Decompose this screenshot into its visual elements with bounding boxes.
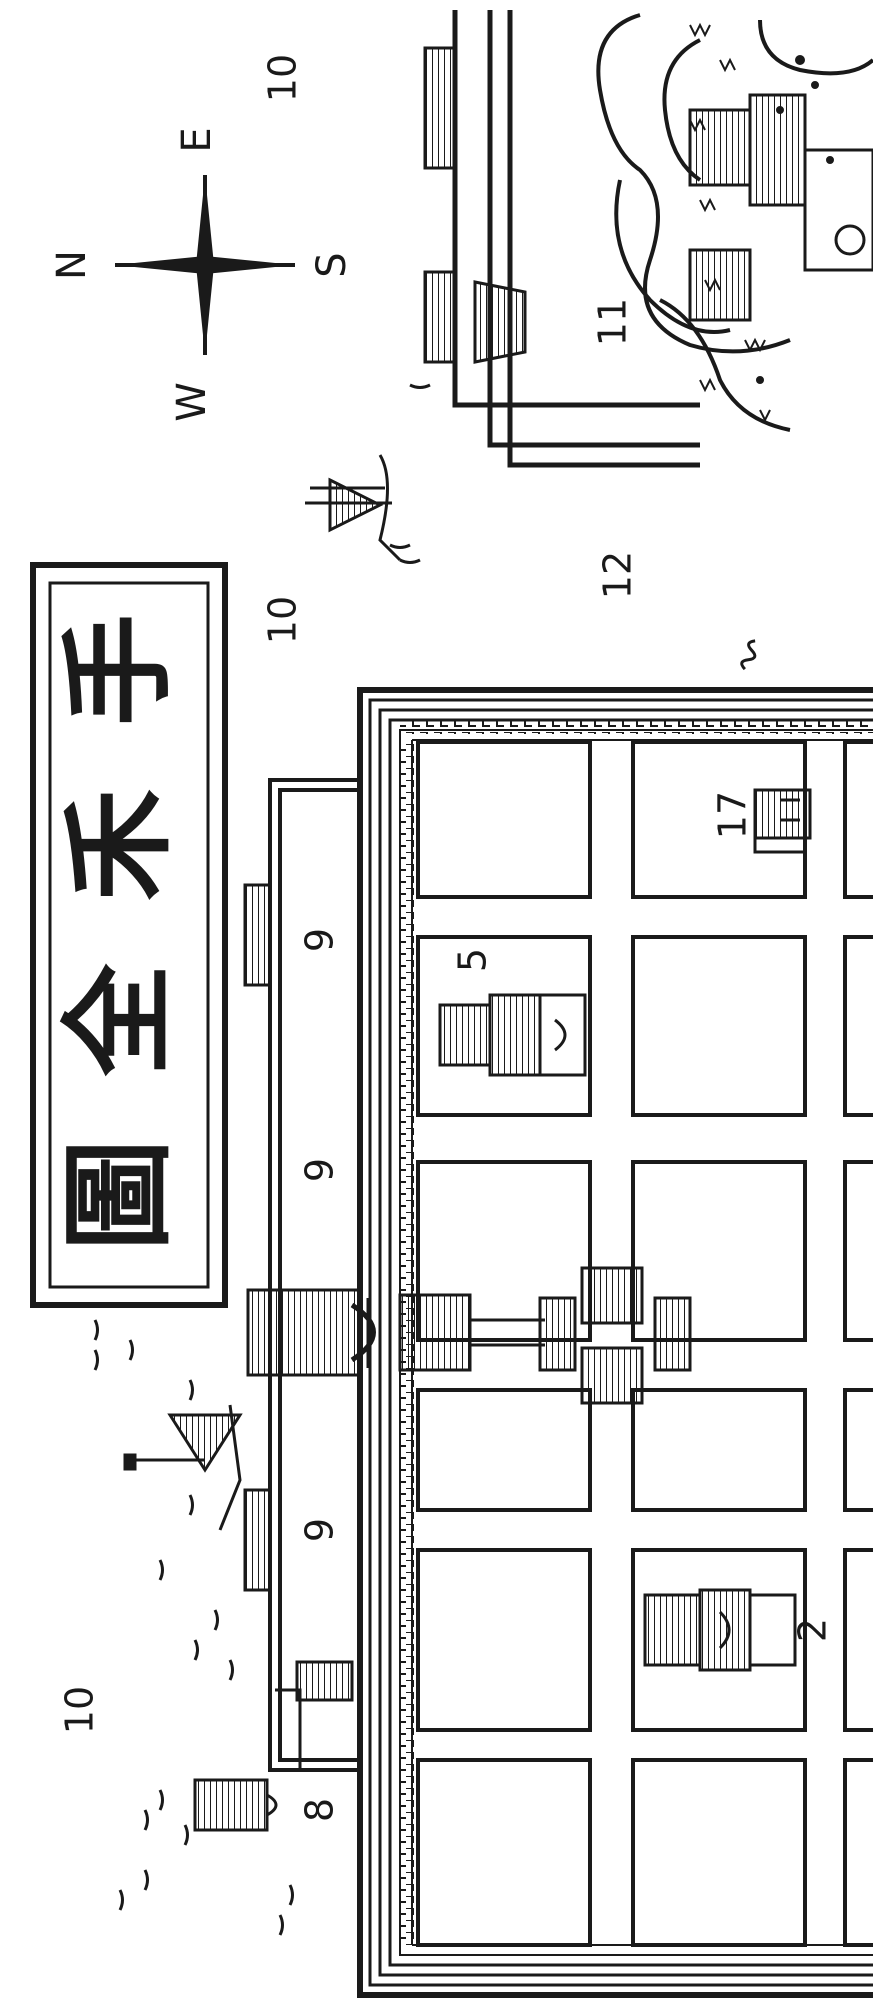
- sailboat-icon-2: [123, 1404, 243, 1531]
- label-10-mid: 10: [261, 596, 305, 644]
- hill-mountains: [596, 13, 873, 432]
- pavilion-17-icon: [753, 788, 812, 854]
- compass-s-label: S: [309, 252, 355, 277]
- label-9-c: 9: [298, 1518, 342, 1542]
- title-plaque: 圖 全 禾 手: [30, 562, 228, 1308]
- title-char-3: 禾: [53, 789, 184, 901]
- city-wall: [357, 687, 873, 1998]
- label-17: 17: [711, 791, 755, 839]
- outer-wall-strip: [243, 778, 360, 1772]
- compass-w-label: W: [169, 382, 215, 422]
- water-waves: [93, 1319, 294, 1936]
- main-gate-icon: [246, 1288, 376, 1377]
- compass-n-label: N: [49, 250, 95, 280]
- hill-pagoda-icon: [688, 93, 873, 322]
- wave-mark: [740, 639, 757, 671]
- pavilion-8-icon: [193, 1660, 354, 1832]
- label-2: 2: [791, 1618, 835, 1642]
- label-5: 5: [451, 948, 495, 972]
- pavilion-5-icon: [438, 993, 587, 1077]
- label-9-a: 9: [298, 928, 342, 952]
- title-char-1: 圖: [53, 1139, 184, 1251]
- title-char-4: 手: [53, 614, 184, 726]
- sailboat-icon: [305, 383, 431, 564]
- label-10-bottom: 10: [58, 1686, 102, 1734]
- central-drum-tower-icon: [398, 1266, 692, 1405]
- pavilion-2-icon: [643, 1588, 797, 1672]
- label-12: 12: [596, 551, 640, 599]
- compass-e-label: E: [174, 127, 220, 152]
- city-blocks: [416, 740, 873, 1947]
- hill-enclosure: [423, 10, 700, 468]
- label-9-b: 9: [298, 1158, 342, 1182]
- title-char-2: 全: [53, 963, 184, 1077]
- label-10-top: 10: [261, 54, 305, 102]
- compass-rose: [115, 175, 295, 355]
- label-8: 8: [298, 1798, 342, 1822]
- label-11: 11: [591, 298, 635, 346]
